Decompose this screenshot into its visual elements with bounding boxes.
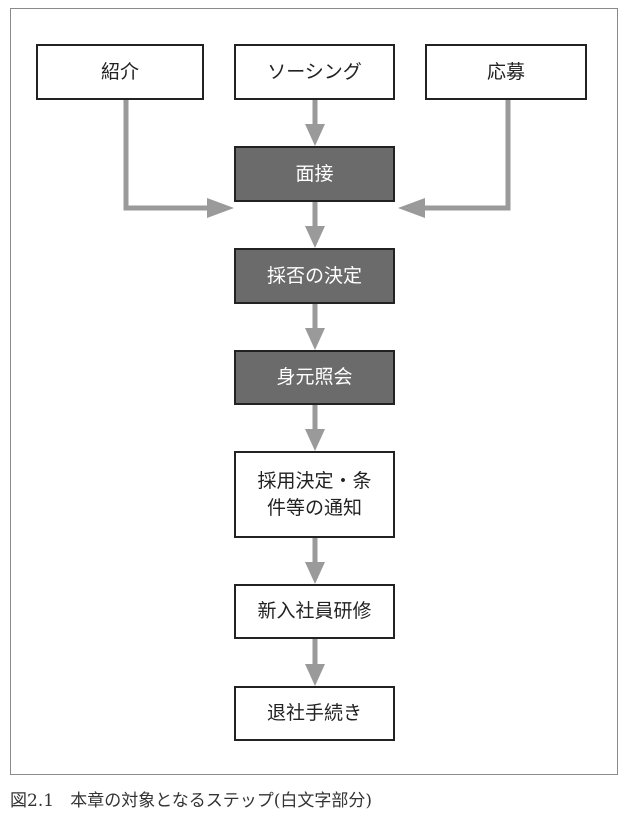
- figure-number: 図2.1: [10, 791, 55, 811]
- step-reference-check: 身元照会: [234, 350, 395, 405]
- source-label: 紹介: [100, 60, 139, 83]
- step-label: 採用決定・条 件等の通知: [257, 469, 372, 519]
- arrowhead: [305, 226, 325, 248]
- step-label: 退社手続き: [266, 702, 362, 725]
- figure-caption: 図2.1 本章の対象となるステップ(白文字部分): [10, 786, 372, 811]
- step-exit-procedure: 退社手続き: [234, 686, 395, 741]
- caption-text: 本章の対象となるステップ(白文字部分): [70, 791, 373, 811]
- step-onboarding-training: 新入社員研修: [234, 584, 395, 639]
- arrowhead: [305, 562, 325, 584]
- arrowhead: [398, 198, 425, 218]
- step-label: 面接: [295, 162, 334, 185]
- arrow-referral-to-interview: [123, 100, 210, 211]
- arrowhead: [207, 198, 234, 218]
- step-offer-notice: 採用決定・条 件等の通知: [234, 451, 395, 538]
- arrow-applying-to-interview: [422, 100, 511, 211]
- source-application: 応募: [425, 44, 587, 100]
- step-label: 新入社員研修: [257, 600, 372, 623]
- source-label: ソーシング: [267, 60, 362, 83]
- arrowhead: [305, 664, 325, 686]
- step-interview: 面接: [234, 146, 395, 202]
- step-label: 身元照会: [276, 366, 353, 389]
- source-sourcing: ソーシング: [234, 44, 395, 100]
- arrowhead: [305, 124, 325, 146]
- arrowhead: [305, 429, 325, 451]
- diagram-frame: [10, 8, 618, 775]
- source-label: 応募: [486, 60, 525, 83]
- step-label: 採否の決定: [266, 264, 362, 287]
- source-referral: 紹介: [36, 44, 204, 100]
- step-hiring-decision: 採否の決定: [234, 248, 395, 304]
- arrowhead: [305, 328, 325, 350]
